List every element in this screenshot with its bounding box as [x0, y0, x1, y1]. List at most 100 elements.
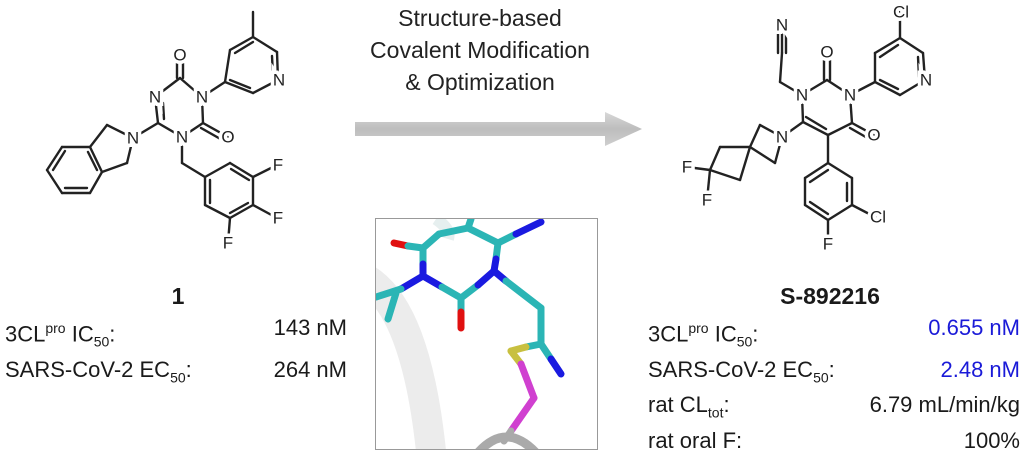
- bond: [738, 145, 752, 182]
- bond: [88, 170, 104, 195]
- bond: [161, 101, 166, 121]
- compound-2-structure: N N O N O N F F Cl F Cl N: [681, 2, 933, 254]
- property-label-part: SARS-CoV-2 EC: [648, 356, 814, 382]
- property-row: 3CLpro IC50: 0.655 nM: [648, 314, 1020, 356]
- bond: [86, 150, 99, 172]
- property-label-part: :: [723, 392, 730, 418]
- atom-label: F: [273, 156, 283, 175]
- property-label-part: rat CL: [648, 392, 708, 418]
- bond: [826, 203, 854, 222]
- property-value: 100%: [963, 427, 1020, 453]
- bond: [88, 145, 104, 174]
- property-label-part: 3CL: [648, 321, 689, 347]
- bond: [878, 43, 900, 59]
- atom-label: Cl: [870, 208, 886, 227]
- property-label-part: 50: [93, 333, 110, 350]
- optimization-arrow: [355, 112, 642, 146]
- bond: [180, 121, 205, 139]
- bond: [100, 161, 129, 174]
- property-label: 3CLpro IC50:: [648, 314, 758, 356]
- property-value: 143 nM: [273, 315, 347, 340]
- compound-1-structure: O N N N O N N F F F: [45, 10, 289, 256]
- property-label-part: IC: [708, 321, 737, 347]
- property-value: 0.655 nM: [928, 315, 1020, 340]
- bond: [201, 121, 230, 139]
- property-value: 264 nM: [273, 356, 347, 382]
- bond: [898, 36, 925, 55]
- bond: [848, 93, 854, 125]
- bond: [251, 163, 279, 179]
- bond: [228, 78, 252, 90]
- property-label-part: 3CL: [5, 321, 46, 347]
- atom-label: O: [820, 43, 833, 62]
- atom-label: N: [273, 71, 285, 90]
- bond: [200, 95, 205, 125]
- bond: [800, 78, 829, 97]
- atom-label: O: [173, 46, 186, 65]
- bond: [804, 115, 828, 131]
- bond: [131, 121, 160, 140]
- bond: [223, 80, 255, 95]
- property-label-part: 50: [170, 369, 186, 386]
- bond: [800, 93, 805, 124]
- bond: [873, 36, 902, 55]
- bond: [270, 54, 275, 78]
- binding-mode-inset: [375, 218, 598, 450]
- property-label: 3CLpro IC50:: [5, 314, 115, 356]
- bond: [153, 76, 182, 99]
- bond: [105, 123, 135, 140]
- bond: [88, 123, 109, 149]
- bond: [708, 145, 722, 172]
- bond: [180, 161, 207, 179]
- bond: [848, 126, 873, 142]
- atom-label: F: [823, 235, 833, 254]
- atom-label: N: [176, 128, 188, 147]
- atom-label: N: [196, 88, 208, 107]
- property-label-part: pro: [688, 320, 709, 336]
- bond: [778, 80, 804, 97]
- bond: [228, 35, 255, 52]
- property-label-part: IC: [65, 321, 94, 347]
- atom-label: F: [223, 234, 233, 253]
- bond: [748, 123, 762, 149]
- atom-label: N: [127, 129, 139, 148]
- property-label-part: :: [185, 356, 192, 382]
- bond: [228, 203, 255, 220]
- bond: [51, 149, 67, 172]
- property-label-part: :: [752, 321, 759, 347]
- caption-line: Structure-based: [398, 5, 562, 31]
- bond: [826, 121, 854, 137]
- bond: [178, 76, 204, 99]
- bond: [916, 55, 921, 79]
- property-label-part: :: [109, 321, 116, 347]
- property-label: rat oral F:: [648, 427, 742, 455]
- bond: [773, 135, 784, 165]
- bond: [203, 161, 232, 179]
- bond: [705, 168, 712, 202]
- atom-label: F: [682, 158, 692, 177]
- bond: [251, 203, 279, 220]
- property-label-part: :: [828, 356, 835, 382]
- bond: [233, 40, 255, 55]
- bond: [808, 200, 830, 216]
- bond: [825, 78, 852, 97]
- bond: [803, 161, 830, 180]
- property-label-part: rat oral F:: [648, 427, 743, 453]
- covalent-binding-3d-render: [376, 219, 565, 449]
- atom-label: N: [796, 86, 808, 105]
- bond: [251, 35, 279, 54]
- bond: [878, 78, 900, 91]
- bond: [708, 168, 742, 182]
- bond: [921, 51, 927, 82]
- bond: [203, 203, 232, 220]
- atom-label: N: [920, 71, 932, 90]
- bond: [850, 203, 877, 219]
- arrow-caption: Structure-based Covalent Modification & …: [330, 2, 630, 98]
- property-row: SARS-CoV-2 EC50:2.48 nM: [648, 356, 1020, 391]
- bond: [229, 167, 251, 182]
- bond: [156, 121, 184, 139]
- atom-label: N: [844, 86, 856, 105]
- bond: [826, 161, 854, 180]
- bond: [778, 51, 784, 84]
